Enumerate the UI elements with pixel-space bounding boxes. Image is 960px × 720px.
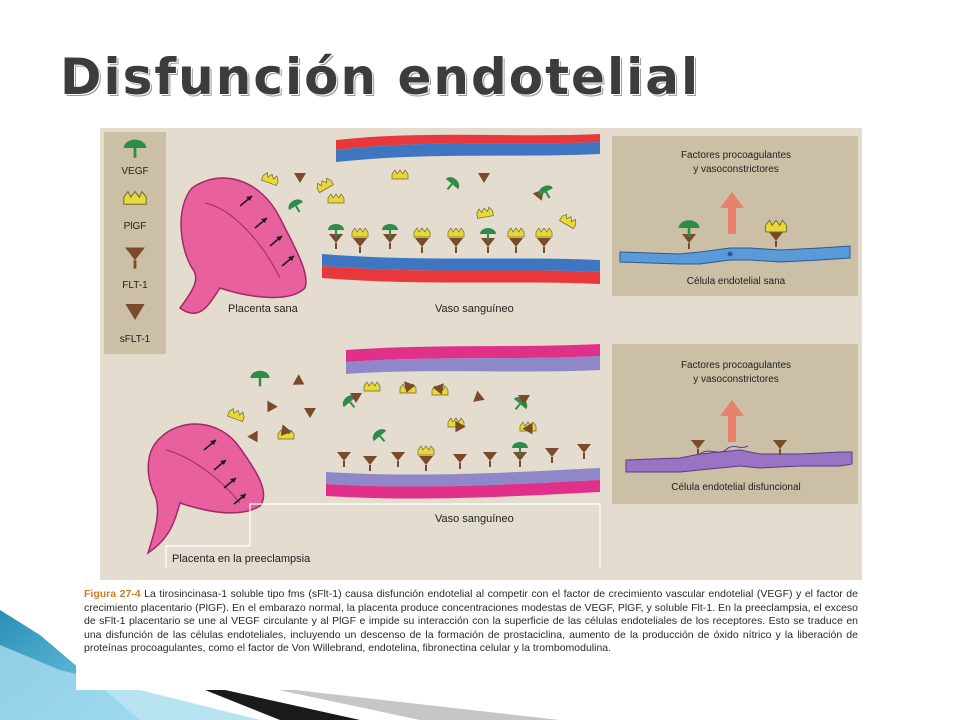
placenta-healthy [178, 177, 307, 315]
top-scene: Placenta sana Vaso sanguíneo [178, 134, 858, 315]
figure-panel: VEGF PlGF FLT-1 sFLT-1 Placenta sana Vas… [100, 128, 862, 580]
corner-accent-decoration [0, 610, 560, 720]
vessel-bottom-label: Vaso sanguíneo [435, 513, 514, 525]
inset-dysfunctional-title-1: Factores procoagulantes [681, 360, 791, 371]
vessel2-lower-lavender [326, 468, 600, 487]
inset-dysfunctional-title-2: y vasoconstrictores [693, 374, 779, 385]
legend-pigf-label: PlGF [124, 221, 147, 232]
vessel2-lower-magenta [326, 480, 600, 499]
legend: VEGF PlGF FLT-1 sFLT-1 [104, 132, 166, 354]
inset-healthy-up-arrow [720, 192, 744, 234]
figure-caption-text: La tirosincinasa-1 soluble tipo fms (sFl… [84, 588, 858, 654]
vessel-lower-red [322, 266, 600, 284]
inset-healthy-title-2: y vasoconstrictores [693, 164, 779, 175]
inset-healthy: Factores procoagulantes y vasoconstricto… [612, 136, 858, 296]
legend-flt1-label: FLT-1 [122, 280, 148, 291]
inset-dysfunctional-label: Célula endotelial disfuncional [671, 482, 801, 493]
slide-title: Disfunción endotelial [60, 48, 701, 106]
figure-caption-label: Figura 27-4 [84, 588, 141, 600]
legend-vegf-label: VEGF [121, 166, 148, 177]
inset-dysfunctional-up-arrow [720, 400, 744, 442]
vessel-top-label: Vaso sanguíneo [435, 303, 514, 315]
placenta-preeclampsia [146, 423, 265, 555]
legend-pigf-icon [123, 191, 147, 205]
inset-dysfunctional: Factores procoagulantes y vasoconstricto… [612, 344, 858, 504]
inset-healthy-label: Célula endotelial sana [687, 276, 786, 287]
inset-healthy-title-1: Factores procoagulantes [681, 150, 791, 161]
bottom-scene: Placenta en la preeclampsia Vaso sanguín… [146, 344, 858, 568]
figure-caption: Figura 27-4 La tirosincinasa-1 soluble t… [76, 582, 866, 690]
vessel-upper-blue [336, 142, 600, 162]
placenta-healthy-label: Placenta sana [228, 303, 299, 315]
vessel2-upper-magenta [346, 344, 600, 362]
vessel-upper-red [336, 134, 600, 150]
inset-healthy-cell [619, 245, 851, 265]
placenta-preeclampsia-label: Placenta en la preeclampsia [172, 553, 311, 565]
vessel2-upper-lavender [346, 356, 600, 374]
vessel-lower-blue [322, 254, 600, 272]
legend-sflt1-label: sFLT-1 [120, 334, 151, 345]
